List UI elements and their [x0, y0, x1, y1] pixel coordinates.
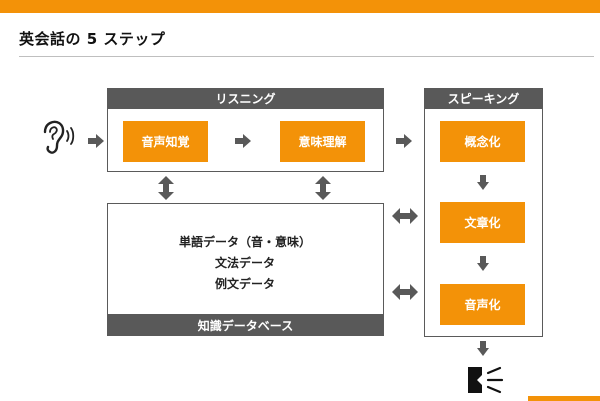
- knowledge-contents: 単語データ（音・意味） 文法データ 例文データ: [110, 232, 380, 295]
- knowledge-line-examples: 例文データ: [214, 277, 275, 291]
- knowledge-footer: 知識データベース: [107, 314, 384, 336]
- step-comprehension: 意味理解: [280, 121, 365, 162]
- step-articulation: 音声化: [440, 284, 525, 325]
- title-divider: [19, 56, 594, 57]
- ear-icon: [40, 118, 78, 160]
- knowledge-line-vocabulary: 単語データ（音・意味）: [178, 235, 311, 249]
- step-conceptualization: 概念化: [440, 121, 525, 162]
- knowledge-panel: [107, 203, 384, 336]
- speaking-header: スピーキング: [424, 88, 543, 109]
- page-title: 英会話の 5 ステップ: [19, 30, 166, 48]
- arrow-updown-icon: [158, 176, 174, 200]
- arrow-updown-icon: [315, 176, 331, 200]
- step-formulation: 文章化: [440, 202, 525, 243]
- arrow-leftright-icon: [392, 208, 418, 224]
- arrow-right-icon: [396, 134, 412, 148]
- arrow-down-icon: [477, 341, 489, 356]
- speaking-mouth-icon: [466, 365, 506, 395]
- top-accent-bar: [0, 0, 600, 13]
- arrow-right-icon: [88, 134, 104, 148]
- step-auditory-perception: 音声知覚: [123, 121, 208, 162]
- bottom-accent-bar: [528, 396, 600, 401]
- arrow-right-icon: [235, 134, 251, 148]
- arrow-down-icon: [477, 175, 489, 190]
- knowledge-line-grammar: 文法データ: [214, 256, 275, 270]
- arrow-down-icon: [477, 256, 489, 271]
- arrow-leftright-icon: [392, 284, 418, 300]
- listening-header: リスニング: [107, 88, 384, 109]
